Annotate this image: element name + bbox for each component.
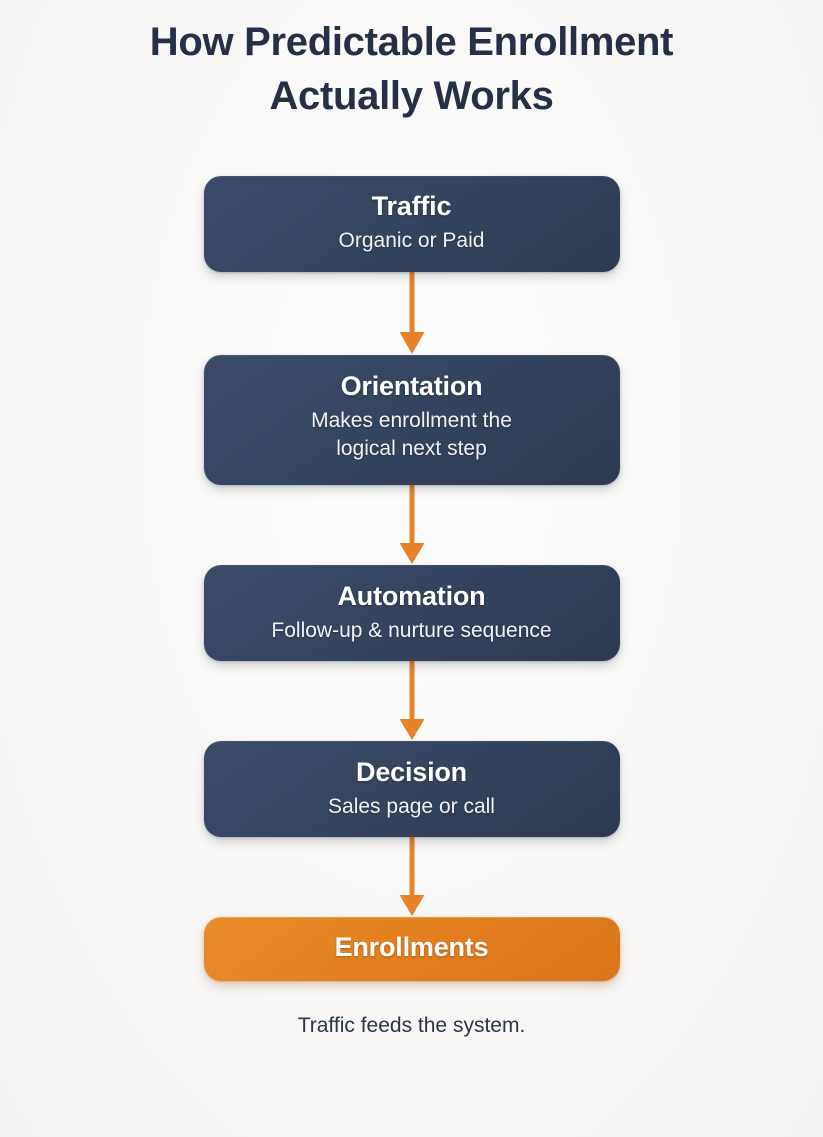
connector-orientation-to-automation <box>397 485 427 565</box>
footer-caption: Traffic feeds the system. <box>297 1014 526 1038</box>
flow-node-enrollments: Enrollments <box>203 917 620 982</box>
page-title-line-2: Actually Works <box>269 73 554 118</box>
flow-node-decision-title: Decision <box>356 757 467 788</box>
down-arrow-icon <box>399 661 424 741</box>
page-title-line-1: How Predictable Enrollment <box>149 20 674 64</box>
down-arrow-icon <box>399 272 424 355</box>
flow-node-orientation-title: Orientation <box>340 371 483 402</box>
down-arrow-icon <box>399 485 424 565</box>
page-title: How Predictable Enrollment Actually Work… <box>62 16 762 123</box>
flow-node-orientation: Orientation Makes enrollment the logical… <box>203 355 620 486</box>
flow-node-traffic-subtitle: Organic or Paid <box>338 228 485 252</box>
flow-node-decision-subtitle: Sales page or call <box>328 794 495 818</box>
flowchart: Traffic Organic or Paid Orientation Make… <box>203 176 620 982</box>
connector-decision-to-enrollments <box>397 837 427 917</box>
flow-node-orientation-subtitle-line-1: Makes enrollment the <box>311 408 512 432</box>
connector-automation-to-decision <box>397 661 427 741</box>
down-arrow-icon <box>399 837 424 917</box>
flow-node-automation-title: Automation <box>337 581 486 612</box>
flow-node-automation-subtitle: Follow-up & nurture sequence <box>271 618 552 642</box>
flow-node-decision: Decision Sales page or call <box>203 741 620 838</box>
flow-node-automation: Automation Follow-up & nurture sequence <box>203 565 620 662</box>
flow-node-enrollments-title: Enrollments <box>334 932 489 963</box>
flow-node-traffic-title: Traffic <box>371 191 452 222</box>
flow-node-traffic: Traffic Organic or Paid <box>203 176 620 273</box>
flow-node-orientation-subtitle-line-2: logical next step <box>336 436 487 460</box>
connector-traffic-to-orientation <box>397 272 427 355</box>
